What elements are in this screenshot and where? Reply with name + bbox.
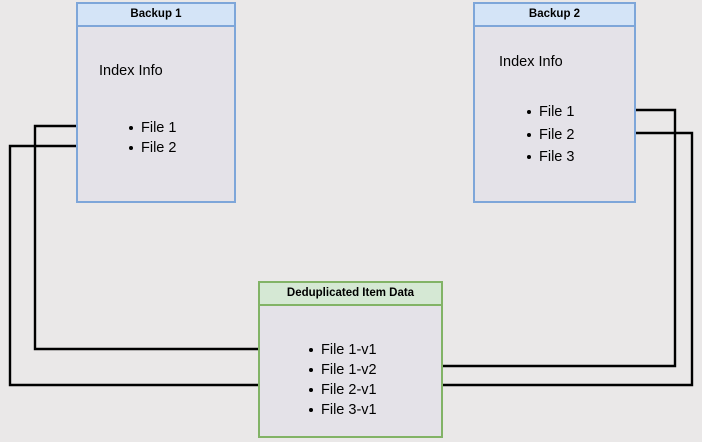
backup-1-file-label: File 2 [141,140,177,156]
list-item[interactable]: File 2 [128,138,176,158]
deduplicated-item-data-header: Deduplicated Item Data [260,283,441,306]
list-item[interactable]: File 1-v2 [308,360,377,380]
backup-2-file-list: File 1 File 2 File 3 [526,101,574,169]
list-item[interactable]: File 1 [526,101,574,124]
backup-1-header: Backup 1 [78,4,234,27]
backup-2-index-label: Index Info [499,54,563,70]
dedup-item-label: File 2-v1 [321,382,377,398]
backup-1-file-label: File 1 [141,120,177,136]
backup-2-header: Backup 2 [475,4,634,27]
backup-1-title: Backup 1 [130,7,182,20]
backup-1-file-list: File 1 File 2 [128,118,176,158]
deduplicated-item-data-title: Deduplicated Item Data [286,286,415,299]
list-item[interactable]: File 3-v1 [308,400,377,420]
list-item[interactable]: File 2-v1 [308,380,377,400]
dedup-item-label: File 1-v2 [321,362,377,378]
backup-2-file-label: File 1 [539,104,575,120]
backup-2-file-label: File 3 [539,149,575,165]
backup-1-box[interactable]: Backup 1 Index Info File 1 File 2 [76,2,236,203]
deduplicated-item-list: File 1-v1 File 1-v2 File 2-v1 File 3-v1 [308,340,377,420]
backup-1-index-label: Index Info [99,63,163,79]
list-item[interactable]: File 1-v1 [308,340,377,360]
list-item[interactable]: File 1 [128,118,176,138]
backup-2-title: Backup 2 [528,7,581,20]
list-item[interactable]: File 2 [526,124,574,147]
dedup-item-label: File 1-v1 [321,342,377,358]
backup-2-file-label: File 2 [539,126,575,143]
list-item[interactable]: File 3 [526,146,574,169]
deduplicated-item-data-box[interactable]: Deduplicated Item Data File 1-v1 File 1-… [258,281,443,438]
dedup-item-label: File 3-v1 [321,402,377,418]
backup-2-box[interactable]: Backup 2 Index Info File 1 File 2 File 3 [473,2,636,203]
